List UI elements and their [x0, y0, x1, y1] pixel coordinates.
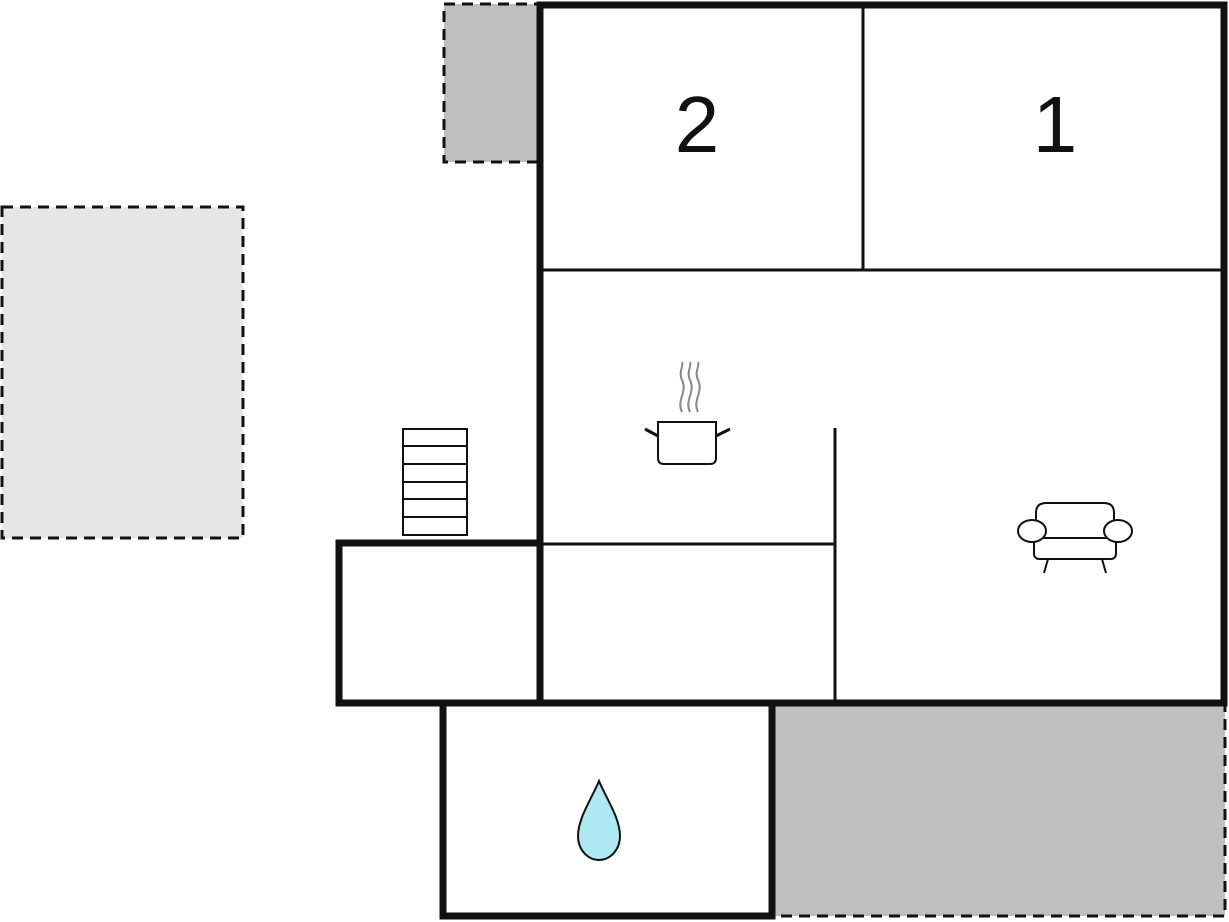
- main-house-wall: [536, 1, 1228, 707]
- water-drop-icon: [576, 778, 622, 862]
- bedroom-2-label: 2: [675, 80, 720, 169]
- armchair-icon: [1017, 502, 1133, 574]
- cooking-pot-icon: [644, 361, 731, 465]
- balcony-top: [442, 2, 540, 164]
- terrace-left: [0, 205, 245, 540]
- bedroom-1-label: 1: [1033, 80, 1078, 169]
- entrance-annex-wall: [335, 539, 544, 707]
- stairs-icon: [402, 428, 468, 536]
- terrace-bottom-right: [770, 702, 1227, 918]
